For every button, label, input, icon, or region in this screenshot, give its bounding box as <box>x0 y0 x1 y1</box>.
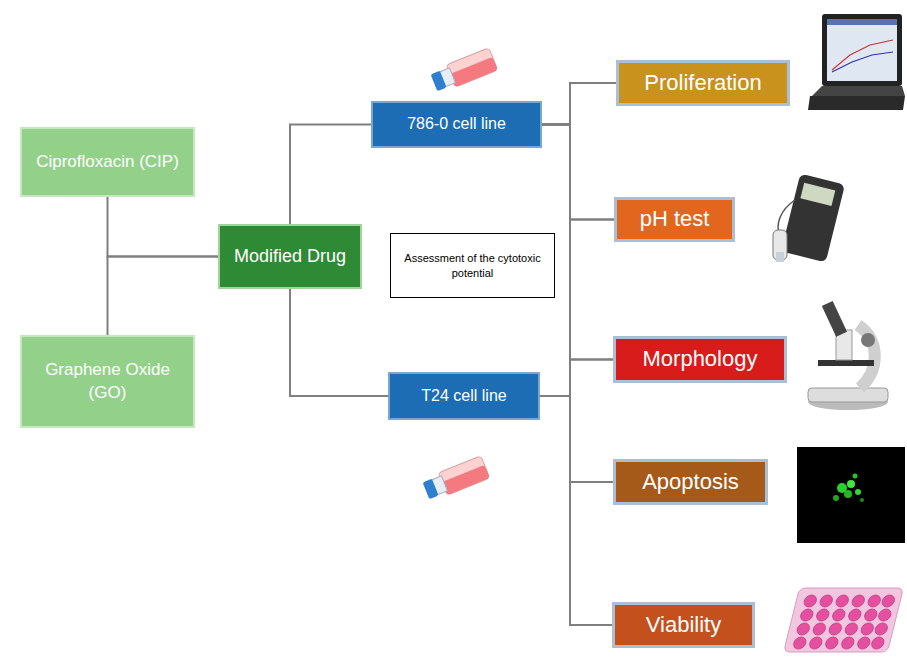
connector <box>540 396 613 482</box>
cell-line-box: T24 cell line <box>388 372 540 420</box>
fluorescence-image <box>797 447 905 543</box>
connector-line <box>108 197 219 257</box>
connector-line <box>290 125 371 225</box>
connector <box>540 396 612 625</box>
node-text: Proliferation <box>644 69 761 98</box>
connector <box>542 125 614 220</box>
node-text: Ciprofloxacin (CIP) <box>36 151 179 173</box>
ph-meter-icon <box>773 174 845 263</box>
connector-line <box>542 125 612 626</box>
node-text: Assessment of the cytotoxic potential <box>401 251 544 280</box>
assay-box: Proliferation <box>616 60 790 106</box>
connector-line <box>540 396 613 482</box>
connector-line <box>540 396 612 625</box>
node-text: Apoptosis <box>642 468 739 497</box>
product-box: Modified Drug <box>218 224 362 289</box>
connector <box>108 197 219 257</box>
connector <box>290 125 371 225</box>
assay-box: Morphology <box>613 336 787 383</box>
connector-line <box>542 83 616 125</box>
connector-line <box>290 289 388 396</box>
connector <box>542 125 612 626</box>
connector <box>108 257 219 336</box>
assay-box: Viability <box>612 602 755 648</box>
node-text: pH test <box>640 205 710 234</box>
node-text: T24 cell line <box>421 386 506 407</box>
connector <box>290 289 388 396</box>
connector <box>542 83 616 125</box>
microscope-icon <box>808 301 888 410</box>
note-box: Assessment of the cytotoxic potential <box>390 233 555 298</box>
node-text: Morphology <box>643 345 758 374</box>
connector <box>540 360 613 397</box>
assay-box: Apoptosis <box>613 459 768 505</box>
connector <box>542 125 613 483</box>
culture-flask <box>429 48 497 94</box>
connector-line <box>108 257 219 336</box>
node-text: Modified Drug <box>234 245 346 268</box>
node-text: Viability <box>646 611 721 640</box>
connector-line <box>540 360 613 397</box>
input-box: Graphene Oxide (GO) <box>20 335 195 428</box>
connector-line <box>542 125 613 483</box>
node-text: Graphene Oxide (GO) <box>32 359 183 403</box>
assay-box: pH test <box>614 197 735 242</box>
node-text: 786-0 cell line <box>407 114 506 135</box>
well-plate-icon <box>784 588 904 652</box>
connector-line <box>542 125 614 220</box>
laptop-icon <box>808 14 905 110</box>
cell-line-box: 786-0 cell line <box>371 101 542 148</box>
input-box: Ciprofloxacin (CIP) <box>20 127 195 197</box>
culture-flask <box>421 456 489 502</box>
